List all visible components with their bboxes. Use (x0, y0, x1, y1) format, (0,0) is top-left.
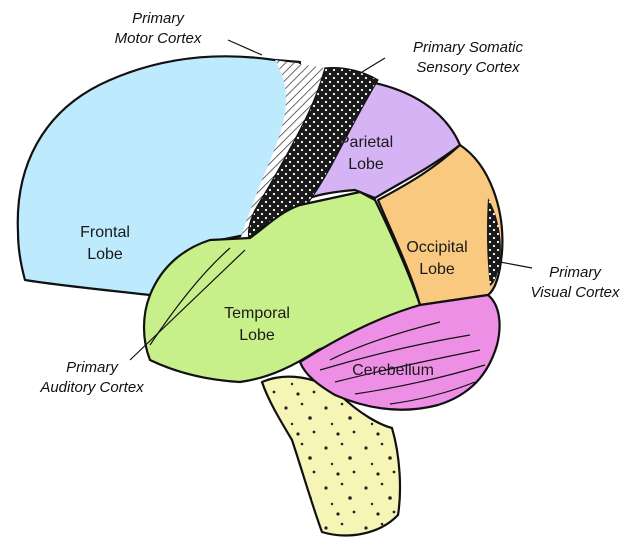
somatic-label-line2: Sensory Cortex (416, 59, 520, 76)
auditory-label-line2: Auditory Cortex (39, 379, 144, 396)
auditory-label-line1: Primary (66, 359, 119, 376)
motor-cortex-pointer (228, 40, 262, 55)
motor-label-line2: Motor Cortex (115, 30, 202, 47)
occipital-label-line2: Lobe (419, 261, 455, 278)
frontal-label-line1: Frontal (80, 224, 130, 241)
parietal-label-line1: Parietal (339, 134, 393, 151)
parietal-label-line2: Lobe (348, 156, 384, 173)
visual-label-line2: Visual Cortex (531, 284, 620, 301)
visual-label-line1: Primary (549, 264, 602, 281)
visual-cortex-pointer (500, 262, 532, 268)
temporal-label-line2: Lobe (239, 327, 275, 344)
somatic-cortex-pointer (362, 58, 385, 72)
occipital-label-line1: Occipital (406, 239, 467, 256)
temporal-label-line1: Temporal (224, 305, 290, 322)
somatic-label-line1: Primary Somatic (413, 39, 524, 56)
frontal-label-line2: Lobe (87, 246, 123, 263)
motor-label-line1: Primary (132, 10, 185, 27)
cerebellum-label: Cerebellum (352, 362, 434, 379)
